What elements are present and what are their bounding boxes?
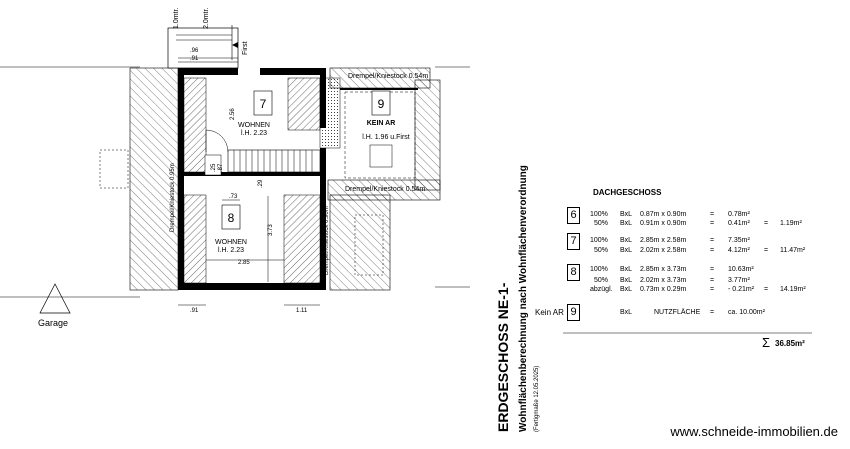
website-footer: www.schneide-immobilien.de [670,424,838,439]
room-7-box: 7 [567,233,580,250]
room-8-row-2: 50% BxL 2.02m x 3.73m = 3.77m² [594,277,750,284]
room-7-row-1: 100% BxL 2.85m x 2.58m = 7.35m² [590,237,750,244]
first-label: First [242,41,249,55]
dim-96: .96 [190,48,199,54]
room-6-row-1: 100% BxL 0.87m x 0.90m = 0.78m² [590,211,750,218]
room-8-dim-29: .29 [258,179,264,188]
misc-dim-87: .87 [218,163,224,172]
table-heading: DACHGESCHOSS [593,188,662,197]
dim-bottom-left: .91 [190,308,199,314]
room-8-dim-w: 2.85 [238,260,250,266]
title-date: (Fertigmaße 12.05.2025) [534,366,540,432]
drempel-bottom: Drempel/Kniestock 0.54m [345,186,425,193]
misc-dim-25: .25 [211,163,217,172]
room-8-dim-73: .73 [229,194,238,200]
room-7-number: 7 [260,97,267,111]
drempel-left: Drempel/Kniestock 0.95m [170,163,176,232]
room-6-box: 6 [567,207,580,224]
room-9-number: 9 [378,97,385,111]
first-arrow-icon [232,42,238,48]
sum-symbol: Σ [762,335,771,350]
room-9-height: l.H. 1.96 u.First [362,134,410,141]
dim-2m: 2.0mtr. [203,8,210,29]
dim-bottom-right: 1.11 [296,308,308,314]
room-9-name: KEIN AR [367,120,396,127]
room-7-height: l.H. 2.23 [241,130,267,137]
garage-marker [39,283,71,314]
roof-right [327,67,441,291]
shaft [319,77,341,149]
room-8-box: 8 [567,264,580,281]
room-8-number: 8 [228,211,235,225]
drempel-top: Drempel/Kniestock 0.54m [348,73,428,80]
room-7-dim: 2.56 [230,108,236,120]
title-main: ERDGESCHOSS NE-1- [495,282,511,432]
room-8-height: l.H. 2.23 [218,247,244,254]
room-7-name: WOHNEN [238,122,270,129]
room-8-row-3: abzügl. BxL 0.73m x 0.29m = - 0.21m² = 1… [590,286,806,293]
drempel-right: Drempel/Kniestock 0.90m [324,206,330,275]
door-swing [205,129,229,153]
room-8-dim-h: 3.73 [268,224,274,236]
staircase [227,149,321,173]
room-8-row-1: 100% BxL 2.85m x 3.73m = 10.63m² [590,266,754,273]
dim-91-top: .91 [190,56,199,62]
room-6-row-2: 50% BxL 0.91m x 0.90m = 0.41m² = 1.19m² [594,220,802,227]
sum-value: 36.85m² [775,339,805,348]
kein-ar-label: Kein AR [535,308,564,317]
garage-label: Garage [38,318,68,328]
dormer-top [167,27,239,69]
title-sub: Wohnflächenberechnung nach Wohnflächenve… [518,165,529,432]
dim-1m: 1.0mtr. [173,8,180,29]
roof-left [129,67,179,291]
room-7-row-2: 50% BxL 2.02m x 2.58m = 4.12m² = 11.47m² [594,247,806,254]
room-9-box: 9 [567,304,580,321]
kein-ar-row: BxL NUTZFLÄCHE = ca. 10.00m² [620,309,765,316]
room-8-name: WOHNEN [215,239,247,246]
